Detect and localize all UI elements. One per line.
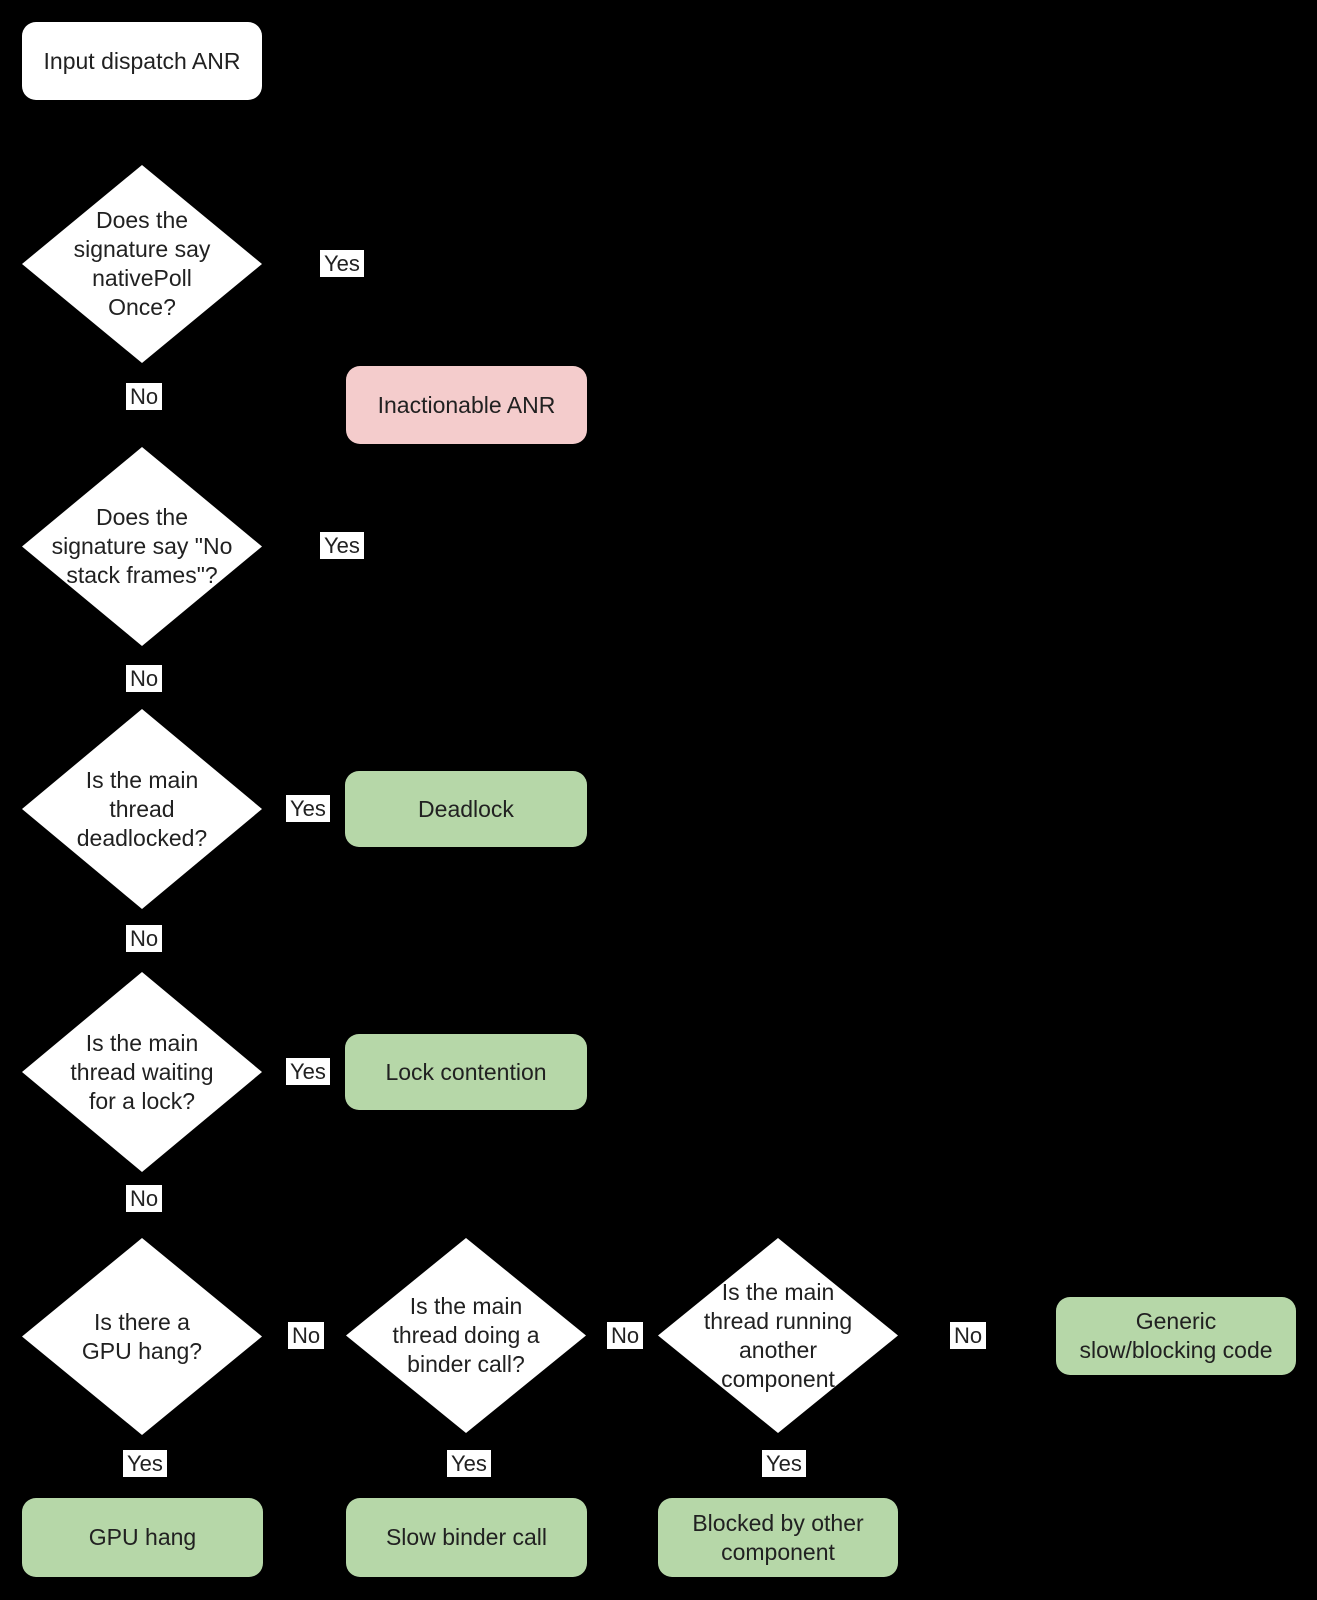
edge-label-no-binder-call: No [607, 1322, 644, 1349]
edge-label-no-no-stack-frames: No [126, 665, 163, 692]
decision-signature-no-stack-frames: Does the signature say "No stack frames"… [22, 447, 262, 646]
decision-label: Is the main thread doing a binder call? [392, 1293, 540, 1377]
decision-label: Is the main thread waiting for a lock? [70, 1029, 214, 1114]
diamond-shape [22, 709, 262, 909]
decision-main-thread-waiting-lock: Is the main thread waiting for a lock? [22, 972, 262, 1172]
outcome-lock-contention: Lock contention [345, 1034, 587, 1110]
edge-label-no-deadlocked: No [126, 925, 163, 952]
decision-main-thread-other-component: Is the main thread running another compo… [658, 1238, 898, 1433]
diamond-shape [22, 165, 262, 363]
decision-signature-nativepollonce: Does the signature say nativePoll Once? [22, 165, 262, 363]
decision-label: Is the main thread running another compo… [703, 1278, 853, 1392]
outcome-generic-slow-blocking-code: Generic slow/blocking code [1056, 1297, 1296, 1375]
decision-label: Is the main thread deadlocked? [76, 766, 208, 851]
outcome-deadlock: Deadlock [345, 771, 587, 847]
edge-label-yes-no-stack-frames: Yes [320, 532, 364, 559]
decision-main-thread-deadlocked: Is the main thread deadlocked? [22, 709, 262, 909]
outcome-gpu-hang: GPU hang [22, 1498, 263, 1577]
decision-label: Does the signature say nativePoll Once? [73, 207, 211, 320]
decision-gpu-hang: Is there a GPU hang? [22, 1238, 262, 1435]
edge-label-no-nativepollonce: No [126, 383, 163, 410]
edge-label-no-waiting-lock: No [126, 1185, 163, 1212]
diamond-shape [22, 1238, 262, 1435]
edge-label-yes-binder-call: Yes [447, 1450, 491, 1477]
diamond-shape [658, 1238, 898, 1433]
outcome-slow-binder-call: Slow binder call [346, 1498, 587, 1577]
diamond-shape [346, 1238, 586, 1433]
edge-label-no-other-component: No [950, 1322, 987, 1349]
decision-main-thread-binder-call: Is the main thread doing a binder call? [346, 1238, 586, 1433]
edge-label-yes-waiting-lock: Yes [286, 1058, 330, 1085]
decision-label: Does the signature say "No stack frames"… [51, 504, 233, 588]
edge-label-yes-deadlocked: Yes [286, 795, 330, 822]
diamond-shape [22, 972, 262, 1172]
start-node-input-dispatch-anr: Input dispatch ANR [22, 22, 262, 100]
diamond-shape [22, 447, 262, 646]
edge-label-yes-nativepollonce: Yes [320, 250, 364, 277]
edge-label-yes-gpu-hang: Yes [123, 1450, 167, 1477]
edge-label-yes-other-component: Yes [762, 1450, 806, 1477]
decision-label: Is there a GPU hang? [81, 1308, 203, 1364]
outcome-blocked-by-other-component: Blocked by other component [658, 1498, 898, 1577]
outcome-inactionable-anr: Inactionable ANR [346, 366, 587, 444]
edge-label-no-gpu-hang: No [288, 1322, 325, 1349]
